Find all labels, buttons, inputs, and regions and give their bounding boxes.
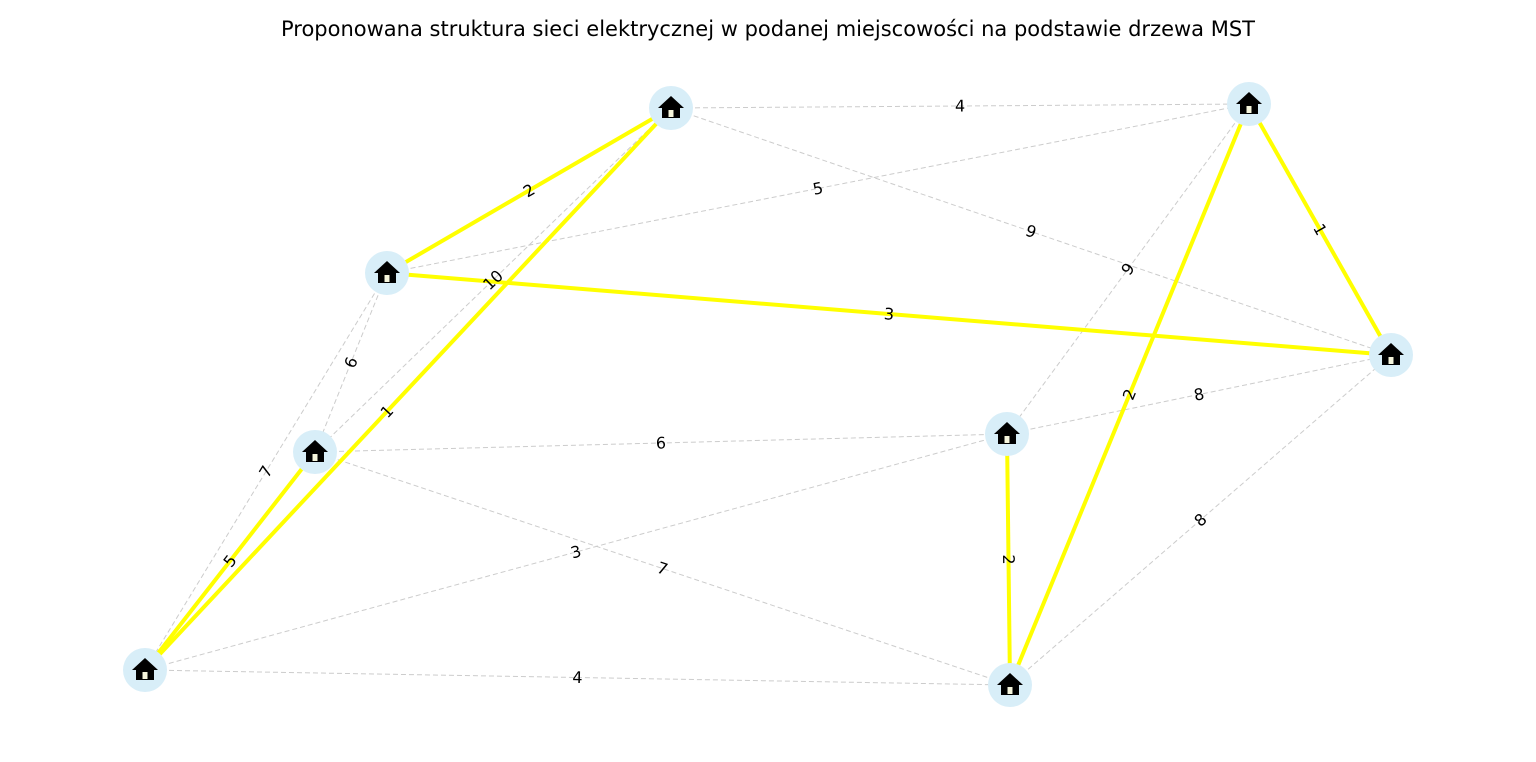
house-icon — [302, 440, 328, 462]
edge-a-b — [670, 103, 1250, 109]
edge-weight-label: 3 — [883, 304, 895, 324]
edge-e-h — [144, 669, 1011, 686]
mst-edge-g-h — [1005, 433, 1012, 686]
edge-weight-label: 4 — [572, 668, 583, 687]
edges-layer — [143, 103, 1393, 686]
edge-weight-label: 7 — [255, 462, 277, 481]
house-icon — [132, 658, 158, 680]
house-icon — [374, 261, 400, 283]
edge-g-e — [144, 433, 1008, 671]
mst-edge-a-c — [385, 106, 673, 275]
edge-b-g — [1006, 103, 1250, 435]
edge-d-g — [314, 433, 1008, 453]
mst-edge-d-e — [143, 450, 317, 672]
mst-edge-b-h — [1008, 103, 1251, 686]
edge-c-b — [386, 103, 1250, 274]
edge-weight-label: 1 — [1309, 220, 1331, 238]
edge-weight-label: 3 — [569, 541, 584, 562]
mst-edge-b-f — [1247, 103, 1393, 356]
edge-weight-label: 5 — [811, 178, 825, 199]
edge-weight-label: 8 — [1190, 509, 1210, 530]
mst-edge-a-e — [143, 106, 673, 672]
diagram-title: Proponowana struktura sieci elektrycznej… — [281, 17, 1255, 41]
nodes-layer — [123, 82, 1413, 707]
edge-g-f — [1006, 354, 1392, 435]
edge-weight-label: 2 — [520, 180, 538, 202]
house-node-c — [365, 251, 409, 295]
house-node-f — [1369, 333, 1413, 377]
edge-a-d — [314, 107, 672, 453]
house-icon — [658, 96, 684, 118]
edge-weight-label: 6 — [656, 433, 667, 452]
house-node-a — [649, 86, 693, 130]
edge-weight-label: 9 — [1023, 221, 1039, 242]
edge-weight-label: 8 — [1192, 384, 1206, 405]
edge-weight-label: 6 — [340, 354, 361, 371]
house-node-b — [1227, 82, 1271, 126]
edge-c-d — [314, 272, 388, 453]
edge-c-e — [144, 272, 388, 671]
edge-d-h — [314, 451, 1011, 686]
edge-weight-label: 2 — [1119, 386, 1140, 403]
edge-weight-label: 7 — [655, 558, 671, 579]
house-node-h — [988, 663, 1032, 707]
edge-weight-label: 4 — [955, 96, 965, 115]
edge-a-f — [670, 107, 1392, 356]
house-node-g — [985, 412, 1029, 456]
house-node-e — [123, 648, 167, 692]
house-icon — [994, 422, 1020, 444]
mst-edge-c-f — [386, 271, 1392, 357]
edge-h-f — [1009, 354, 1392, 686]
house-icon — [1378, 343, 1404, 365]
house-icon — [1236, 92, 1262, 114]
house-icon — [997, 673, 1023, 695]
edge-weight-label: 9 — [1117, 259, 1138, 278]
edge-weight-label: 2 — [999, 554, 1018, 564]
house-node-d — [293, 430, 337, 474]
